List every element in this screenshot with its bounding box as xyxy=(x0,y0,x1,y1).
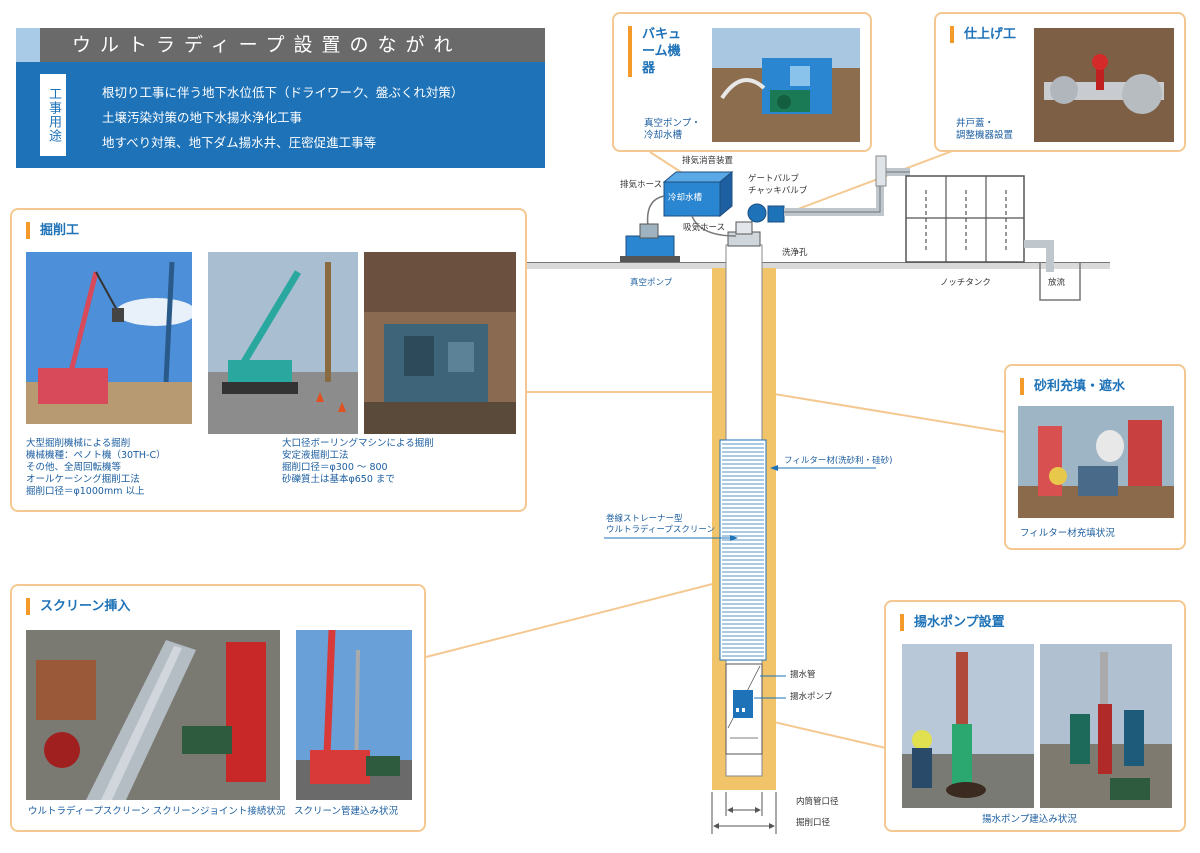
panel-finishing-heading: 仕上げ工 xyxy=(950,26,1016,43)
gravel-caption: フィルター材充填状況 xyxy=(1020,528,1115,539)
connector-screen xyxy=(425,577,737,658)
screen-caption-left: ウルトラディープスクリーン スクリーンジョイント接続状況 xyxy=(28,806,286,817)
label-suction-hose: 吸気ホース xyxy=(683,223,726,233)
suction-hose xyxy=(691,215,737,237)
label-pump: 揚水ポンプ xyxy=(790,692,833,702)
excavation-caption-left-1: 大型掘削機械による掘削 xyxy=(26,438,131,449)
gravel-photo xyxy=(1018,406,1174,518)
outflow-pipe xyxy=(1024,240,1054,272)
excavation-photo-2 xyxy=(208,252,358,434)
label-drill-diameter: 掘削口径 xyxy=(796,818,831,828)
excavation-caption-left-4: オールケーシング掘削工法 xyxy=(26,474,140,485)
panel-gravel: 砂利充填・遮水 フィルター材充填状況 xyxy=(1004,364,1186,550)
excavation-caption-right-2: 安定液掘削工法 xyxy=(282,450,349,461)
excavation-photo-3 xyxy=(364,252,516,434)
screen-caption-right: スクリーン管建込み状況 xyxy=(294,806,399,817)
excavation-caption-right-1: 大口径ボーリングマシンによる掘削 xyxy=(282,438,434,449)
label-inner-diameter: 内筒管口径 xyxy=(796,797,839,807)
screen-slots xyxy=(722,443,764,657)
title-bar: ウルトラディープ設置のながれ xyxy=(16,28,545,62)
finishing-photo xyxy=(1034,28,1174,142)
label-gate-valve: ゲートバルブ xyxy=(748,174,800,184)
exhaust-hose xyxy=(646,195,665,227)
connector-finishing xyxy=(789,149,956,213)
use-label: 工事用途 xyxy=(40,74,66,156)
label-wash-hole: 洗浄孔 xyxy=(782,248,808,258)
label-vacuum-pump: 真空ポンプ xyxy=(630,278,673,288)
pump-photo-1 xyxy=(902,644,1034,808)
vacuum-caption-1: 真空ポンプ・ xyxy=(644,118,701,129)
connector-gravel xyxy=(761,391,1006,433)
panel-vacuum-heading: バキューム機器 xyxy=(628,26,688,77)
pump-caption: 揚水ポンプ建込み状況 xyxy=(982,814,1077,825)
pump-photo-2 xyxy=(1040,644,1172,808)
label-exhaust-silencer: 排気消音装置 xyxy=(682,156,734,166)
excavation-caption-right-3: 掘削口径＝φ300 ～ 800 xyxy=(282,462,388,473)
page-title: ウルトラディープ設置のながれ xyxy=(72,34,462,56)
title-accent xyxy=(16,28,40,62)
panel-screen-heading: スクリーン挿入 xyxy=(26,598,130,615)
gravel-bottom xyxy=(712,776,776,790)
label-notch-tank: ノッチタンク xyxy=(940,278,991,288)
label-exhaust-hose: 排気ホース xyxy=(620,180,663,190)
excavation-caption-left-3: その他、全周回転機等 xyxy=(26,462,122,473)
label-screen-name: ウルトラディープスクリーン xyxy=(606,525,715,535)
use-item: 地すべり対策、地下ダム揚水井、圧密促進工事等 xyxy=(102,135,377,150)
vacuum-caption-2: 冷却水槽 xyxy=(644,130,683,141)
use-item: 根切り工事に伴う地下水位低下（ドライワーク、盤ぶくれ対策） xyxy=(102,85,464,100)
label-check-valve: チャッキバルブ xyxy=(748,186,808,196)
label-filter-material: フィルター材(洗砂利・硅砂) xyxy=(784,456,893,466)
screen-photo-1 xyxy=(26,630,280,800)
gate-valve xyxy=(747,203,767,223)
screen-photo-2 xyxy=(296,630,412,800)
panel-pump: 揚水ポンプ設置 揚水ポンプ建込み状況 xyxy=(884,600,1186,832)
panel-excavation-heading: 掘削工 xyxy=(26,222,79,239)
excavation-photo-1 xyxy=(26,252,192,424)
use-list: 根切り工事に伴う地下水位低下（ドライワーク、盤ぶくれ対策） 土壌汚染対策の地下水… xyxy=(102,80,463,155)
pump-body xyxy=(733,690,753,718)
panel-finishing: 仕上げ工 井戸蓋・ 調整機器設置 xyxy=(934,12,1186,152)
label-screen-type: 巻線ストレーナー型 xyxy=(606,514,683,524)
screen-section xyxy=(719,439,767,661)
ground-strip xyxy=(518,263,1110,269)
panel-pump-heading: 揚水ポンプ設置 xyxy=(900,614,1005,631)
check-valve xyxy=(767,205,785,223)
title-block: ウルトラディープ設置のながれ 工事用途 根切り工事に伴う地下水位低下（ドライワー… xyxy=(16,28,545,168)
label-cooling-tank: 冷却水槽 xyxy=(668,193,703,203)
vacuum-photo xyxy=(712,28,860,142)
excavation-caption-left-2: 機械機種：ペノト機（30TH-C） xyxy=(26,450,166,461)
use-item: 土壌汚染対策の地下水揚水浄化工事 xyxy=(102,110,303,125)
panel-gravel-heading: 砂利充填・遮水 xyxy=(1020,378,1125,395)
panel-excavation: 掘削工 xyxy=(10,208,527,512)
panel-vacuum: バキューム機器 真空ポンプ・ 冷却水槽 xyxy=(612,12,872,152)
label-discharge: 放流 xyxy=(1048,278,1066,288)
finishing-caption-1: 井戸蓋・ xyxy=(956,118,995,129)
excavation-caption-left-5: 掘削口径＝φ1000mm 以上 xyxy=(26,486,145,497)
label-pump-pipe: 揚水管 xyxy=(790,670,816,680)
panel-screen: スクリーン挿入 ウルトラディープスクリーン スクリーンジョイント接続状況 スクリ… xyxy=(10,584,426,832)
vacuum-pump-body xyxy=(625,235,675,259)
cooling-tank-box xyxy=(663,181,721,217)
excavation-caption-right-4: 砂礫質土は基本φ650 まで xyxy=(282,474,395,485)
discharge-pit xyxy=(1039,263,1081,301)
finishing-caption-2: 調整機器設置 xyxy=(956,130,1014,141)
